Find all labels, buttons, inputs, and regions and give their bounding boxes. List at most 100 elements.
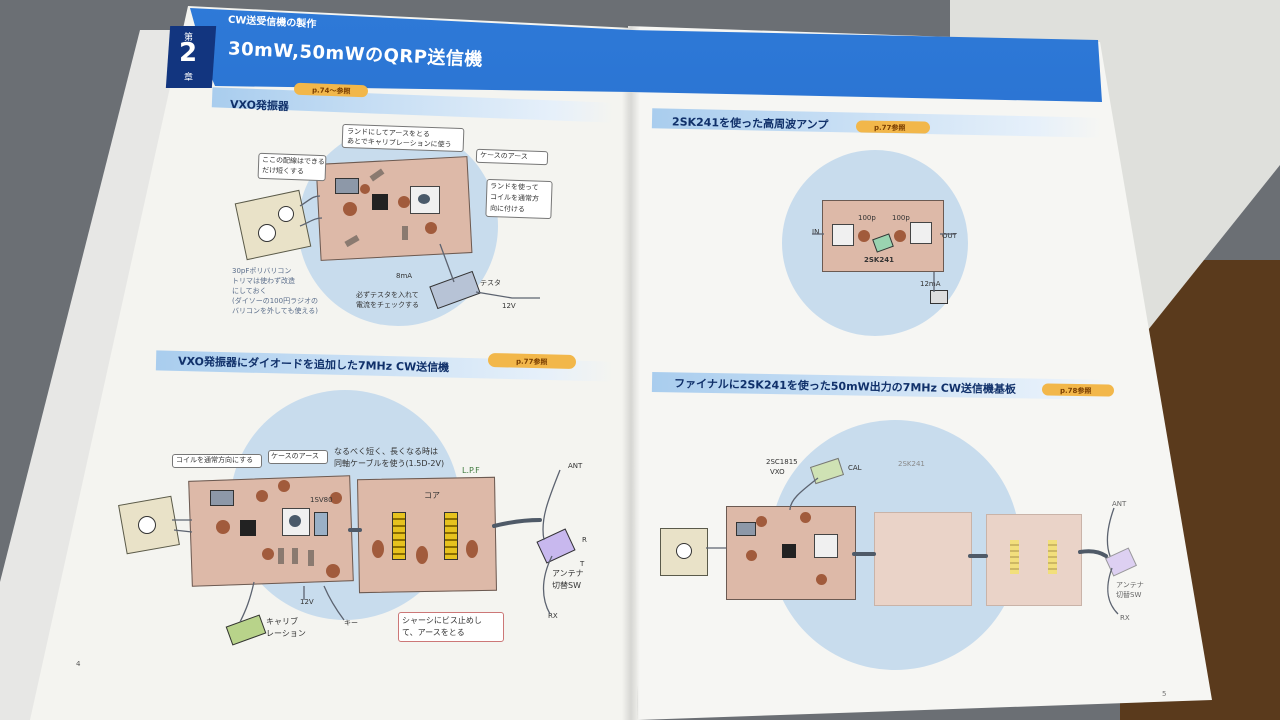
tx-coil-label: コイルを通常方向にする	[176, 456, 254, 464]
amp-coil-out	[910, 222, 932, 244]
tx-ant-label: ANT	[568, 462, 583, 470]
tx-antsw-line-2: 切替SW	[552, 581, 581, 590]
final-wire-ant	[1106, 507, 1115, 557]
tx-diode-label: 1SV80	[310, 496, 333, 504]
page-fold-shadow	[622, 26, 640, 720]
final-lpf-board	[986, 514, 1082, 606]
tx-chassis-line-2: て、アースをとる	[402, 628, 465, 637]
final-antsw-line-1: アンテナ	[1116, 581, 1144, 589]
tx-coil-callout	[172, 454, 262, 468]
tx-ic-2	[314, 512, 328, 536]
tx-crystal	[210, 490, 234, 506]
tx-capacitor-1	[216, 520, 230, 534]
tx-lpf-capacitor-1	[372, 540, 384, 558]
final-lpf-core-2	[1048, 540, 1057, 574]
tx-cal-line-2: レーション	[266, 629, 306, 638]
tx-wire-2	[173, 529, 193, 533]
tx-capacitor-5	[326, 564, 340, 578]
final-vxo-capacitor-3	[746, 550, 757, 561]
tx-capacitor-6	[262, 548, 274, 560]
chapter-label-bottom: 章	[184, 73, 194, 83]
tx-wire-5	[323, 585, 345, 621]
amp-label-100p-1: 100p	[858, 214, 876, 222]
page-number-right: 5	[1162, 690, 1167, 698]
tx-12v-label: 12V	[300, 598, 314, 606]
final-vxo-capacitor-4	[816, 574, 827, 585]
final-vxo-capacitor-1	[756, 516, 767, 527]
tx-ic	[240, 520, 256, 536]
vxo-coil-core	[418, 194, 430, 204]
tx-coil-core	[289, 515, 301, 527]
amp-capacitor-2	[894, 230, 906, 242]
final-vxo-ic	[782, 544, 796, 558]
vxo-varicap-line-3: にしておく	[232, 287, 267, 295]
tx-varicap-knob	[138, 516, 156, 534]
amp-label-out: OUT	[942, 232, 957, 240]
tx-wire-rx	[542, 555, 553, 615]
vxo-varicap-line-4: (ダイソーの100円ラジオの	[232, 297, 318, 305]
final-wire-2	[789, 477, 819, 511]
tx-rx-label: RX	[548, 612, 558, 620]
tx-lpf-core-2	[444, 512, 458, 560]
vxo-current-label: 8mA	[396, 272, 413, 280]
vxo-varicap-line-5: バリコンを外しても使える)	[232, 307, 318, 315]
final-coax-3	[1078, 549, 1108, 558]
tx-capacitor-4	[330, 492, 342, 504]
amp-coil-in	[832, 224, 854, 246]
vxo-varicap-line-2: トリマは使わず改造	[232, 277, 295, 285]
tx-resistor-3	[308, 550, 314, 566]
final-ant-label: ANT	[1112, 500, 1127, 508]
tx-lpf-core-1	[392, 512, 406, 560]
final-2sk241-label: 2SK241	[898, 460, 925, 468]
tx-capacitor-2	[256, 490, 268, 502]
tx-chassis-line-1: シャーシにビス止めし	[402, 616, 482, 625]
vxo-varicap-line-1: 30pFポリバリコン	[232, 267, 292, 275]
final-vxo-capacitor-2	[800, 512, 811, 523]
amp-capacitor-1	[858, 230, 870, 242]
tx-r-label: R	[582, 536, 587, 544]
final-wire-rx	[1107, 567, 1119, 615]
amp-label-100p-2: 100p	[892, 214, 910, 222]
tx-core-label: コア	[424, 491, 440, 500]
vxo-capacitor-4	[360, 184, 370, 194]
vxo-12v-label: 12V	[502, 302, 516, 310]
final-cal-label: CAL	[848, 464, 862, 472]
tx-case-label: ケースのアース	[271, 452, 319, 460]
final-lpf-core-1	[1010, 540, 1019, 574]
vxo-tester-label: テスタ	[480, 279, 501, 287]
amp-label-current: 12mA	[920, 280, 941, 288]
tx-lpf-label: L.P.F	[462, 466, 480, 475]
page-number-left: 4	[76, 660, 81, 668]
vxo-wire-2	[299, 217, 323, 227]
chapter-number: 2	[179, 38, 198, 68]
tx-t-label: T	[580, 560, 585, 568]
tx-wire-ant	[542, 469, 561, 541]
final-vxo-label: VXO	[770, 468, 785, 476]
amp-label-in: IN	[812, 228, 820, 236]
tx-lpf-capacitor-3	[466, 540, 478, 558]
final-varicap-knob	[676, 543, 692, 559]
amp-label-fet: 2SK241	[864, 256, 894, 264]
vxo-capacitor-2	[398, 196, 410, 208]
tx-resistor-2	[292, 548, 298, 564]
tx-note-line-2: 同軸ケーブルを使う(1.5D-2V)	[334, 459, 445, 468]
tx-lpf-capacitor-2	[416, 546, 428, 564]
vxo-varicap-knob-2	[278, 206, 294, 222]
tx-cal-line-1: キャリブ	[266, 617, 298, 626]
final-vxo-coil	[814, 534, 838, 558]
vxo-capacitor-1	[343, 202, 357, 216]
tx-key-label: キー	[344, 619, 358, 627]
vxo-resistor-3	[402, 226, 408, 240]
chapter-label-top: 第	[184, 33, 194, 43]
vxo-varicap-knob-1	[258, 224, 276, 242]
vxo-wire-tester	[439, 243, 455, 283]
tx-case-callout	[268, 450, 328, 464]
tx-note-line-1: なるべく短く、長くなる時は	[334, 447, 438, 456]
final-2sc1815-label: 2SC1815	[766, 458, 798, 466]
vxo-transistor-ic	[372, 194, 388, 210]
vxo-bottom-line-1: 必ずテスタを入れて	[356, 291, 419, 299]
vxo-wire-1	[299, 195, 321, 207]
tx-antsw-line-1: アンテナ	[552, 569, 584, 578]
